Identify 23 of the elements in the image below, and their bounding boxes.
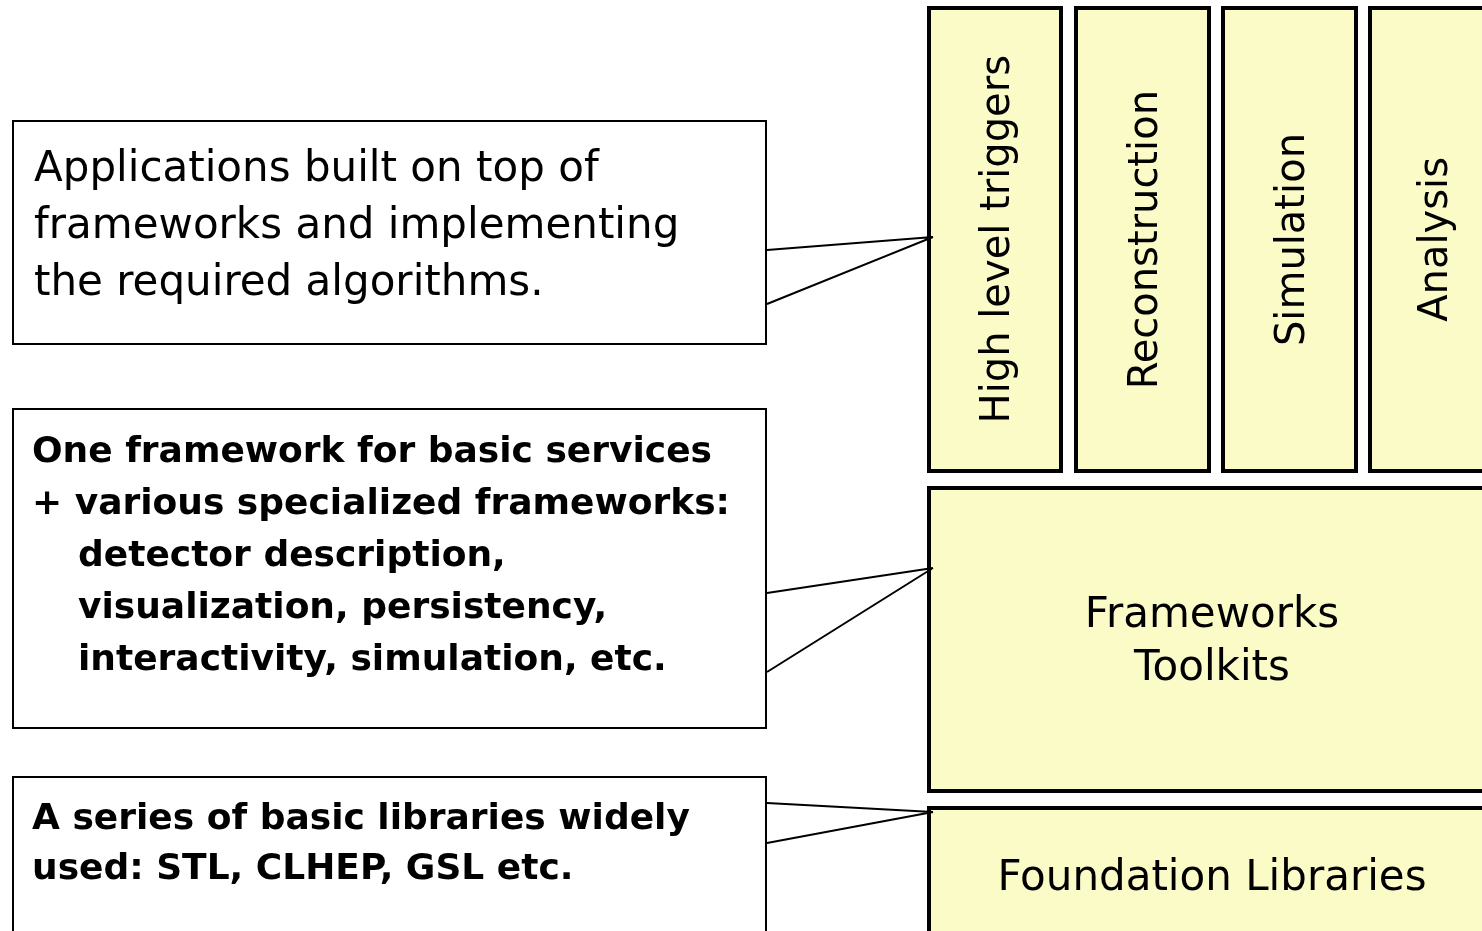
layer-label: Reconstruction: [1118, 89, 1167, 390]
callout-text: + various specialized frameworks: detector description, visualization, persistency, interactivity, simulation, etc.: [32, 480, 731, 680]
callout-box: [12, 408, 767, 729]
layer-label: Analysis: [1409, 157, 1457, 322]
callout-pointer: [766, 236, 934, 305]
callout-pointer: [766, 567, 934, 673]
layer-block: [927, 6, 1063, 473]
layer-label: Foundation Libraries: [997, 849, 1427, 902]
callout-box: [12, 776, 767, 931]
layer-block: [1074, 6, 1211, 473]
layer-block: [1368, 6, 1482, 473]
callout-box: [12, 120, 767, 345]
layer-block: [927, 806, 1482, 931]
layer-label: Frameworks: [1084, 587, 1340, 639]
layer-label: Simulation: [1265, 132, 1314, 347]
callout-text: A series of basic libraries widely used: STL, CLHEP, GSL etc.: [32, 795, 691, 889]
callout-text: Applications built on top of frameworks and implementing the required algorithms.: [34, 141, 681, 307]
callout-pointer: [766, 802, 934, 844]
callout-text: One framework for basic services: [32, 428, 713, 472]
layer-block: [1221, 6, 1358, 473]
layer-label: Toolkits: [1134, 639, 1290, 692]
layer-label: High level triggers: [971, 55, 1019, 424]
layer-block: [927, 486, 1482, 793]
